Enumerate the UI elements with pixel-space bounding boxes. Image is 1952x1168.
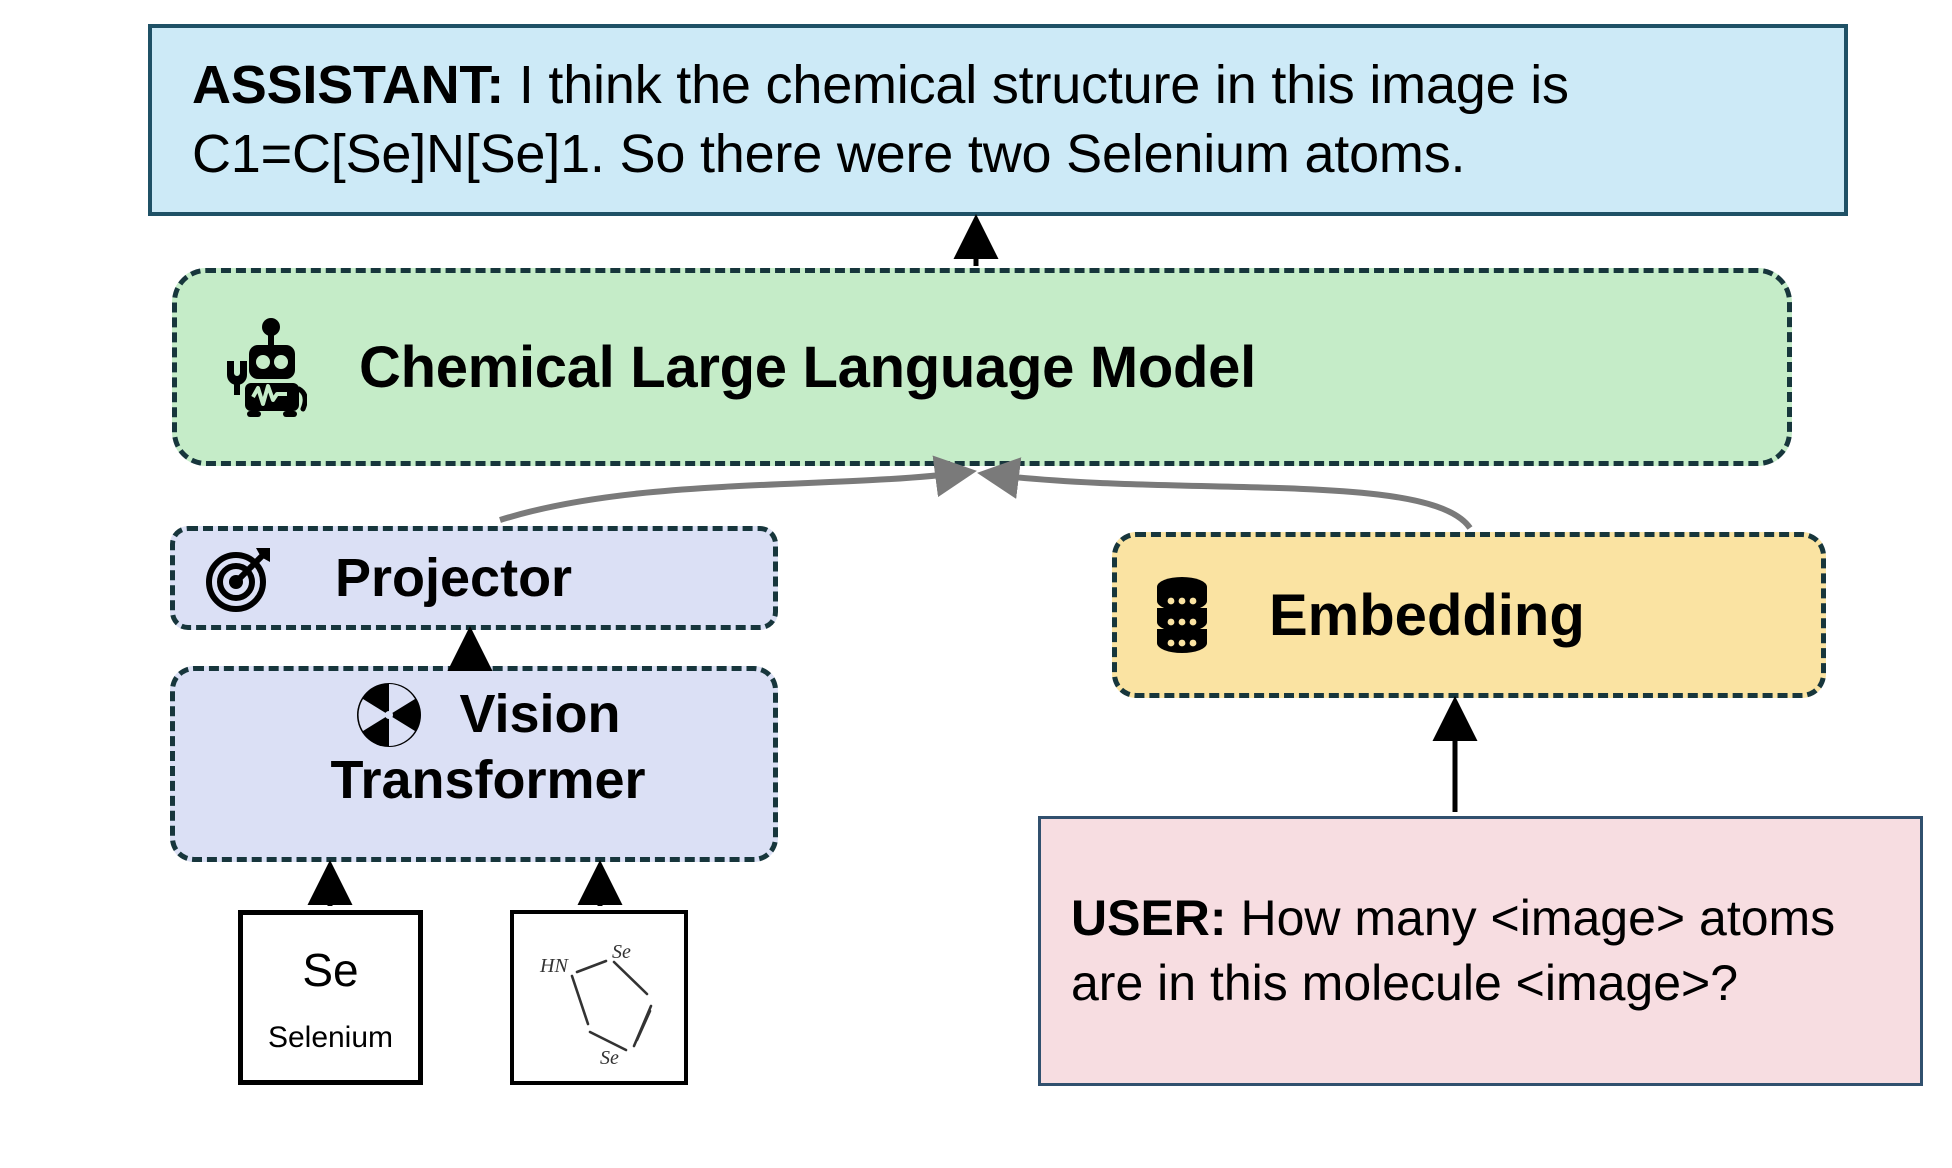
molecule-sketch-drawing: HN Se Se [539,941,653,1069]
vision-transformer-box: Vision Transformer [170,666,778,862]
arrow-embedding-to-llm [977,457,1473,530]
element-name: Selenium [267,1020,394,1054]
arrow-projector-to-llm [499,455,977,523]
molecule-label-se-top: Se [612,941,631,963]
vision-transformer-label-line2: Transformer [330,750,646,810]
robot-icon [215,317,307,417]
aperture-icon [355,681,423,749]
molecule-label-hn: HN [539,955,569,977]
assistant-message-body: I think the chemical structure in this i… [192,54,1569,184]
assistant-message-box: ASSISTANT: I think the chemical structur… [148,24,1848,216]
user-message-text: USER: How many <image> atoms are in this… [1071,886,1898,1016]
vision-transformer-label-line1: Vision [459,684,621,745]
database-icon [1151,575,1213,655]
assistant-message-text: ASSISTANT: I think the chemical structur… [192,51,1818,189]
vision-transformer-row1: Vision [355,681,621,749]
molecule-sketch-card: HN Se Se [510,910,688,1085]
assistant-speaker-label: ASSISTANT: [192,54,505,115]
molecule-label-se-bottom: Se [600,1047,619,1069]
user-message-box: USER: How many <image> atoms are in this… [1038,816,1923,1086]
embedding-box: Embedding [1112,532,1826,698]
vision-transformer-content: Vision Transformer [203,681,773,813]
embedding-label: Embedding [1269,582,1585,648]
element-symbol: Se [302,943,359,996]
chemical-llm-box: Chemical Large Language Model [172,268,1792,466]
projector-label: Projector [335,548,573,608]
selenium-element-card: Se Selenium [238,910,423,1085]
chemical-llm-label: Chemical Large Language Model [359,334,1256,400]
target-icon [203,542,275,614]
user-speaker-label: USER: [1071,890,1227,946]
projector-box: Projector [170,526,778,630]
user-message-body: How many <image> atoms are in this molec… [1071,890,1836,1011]
